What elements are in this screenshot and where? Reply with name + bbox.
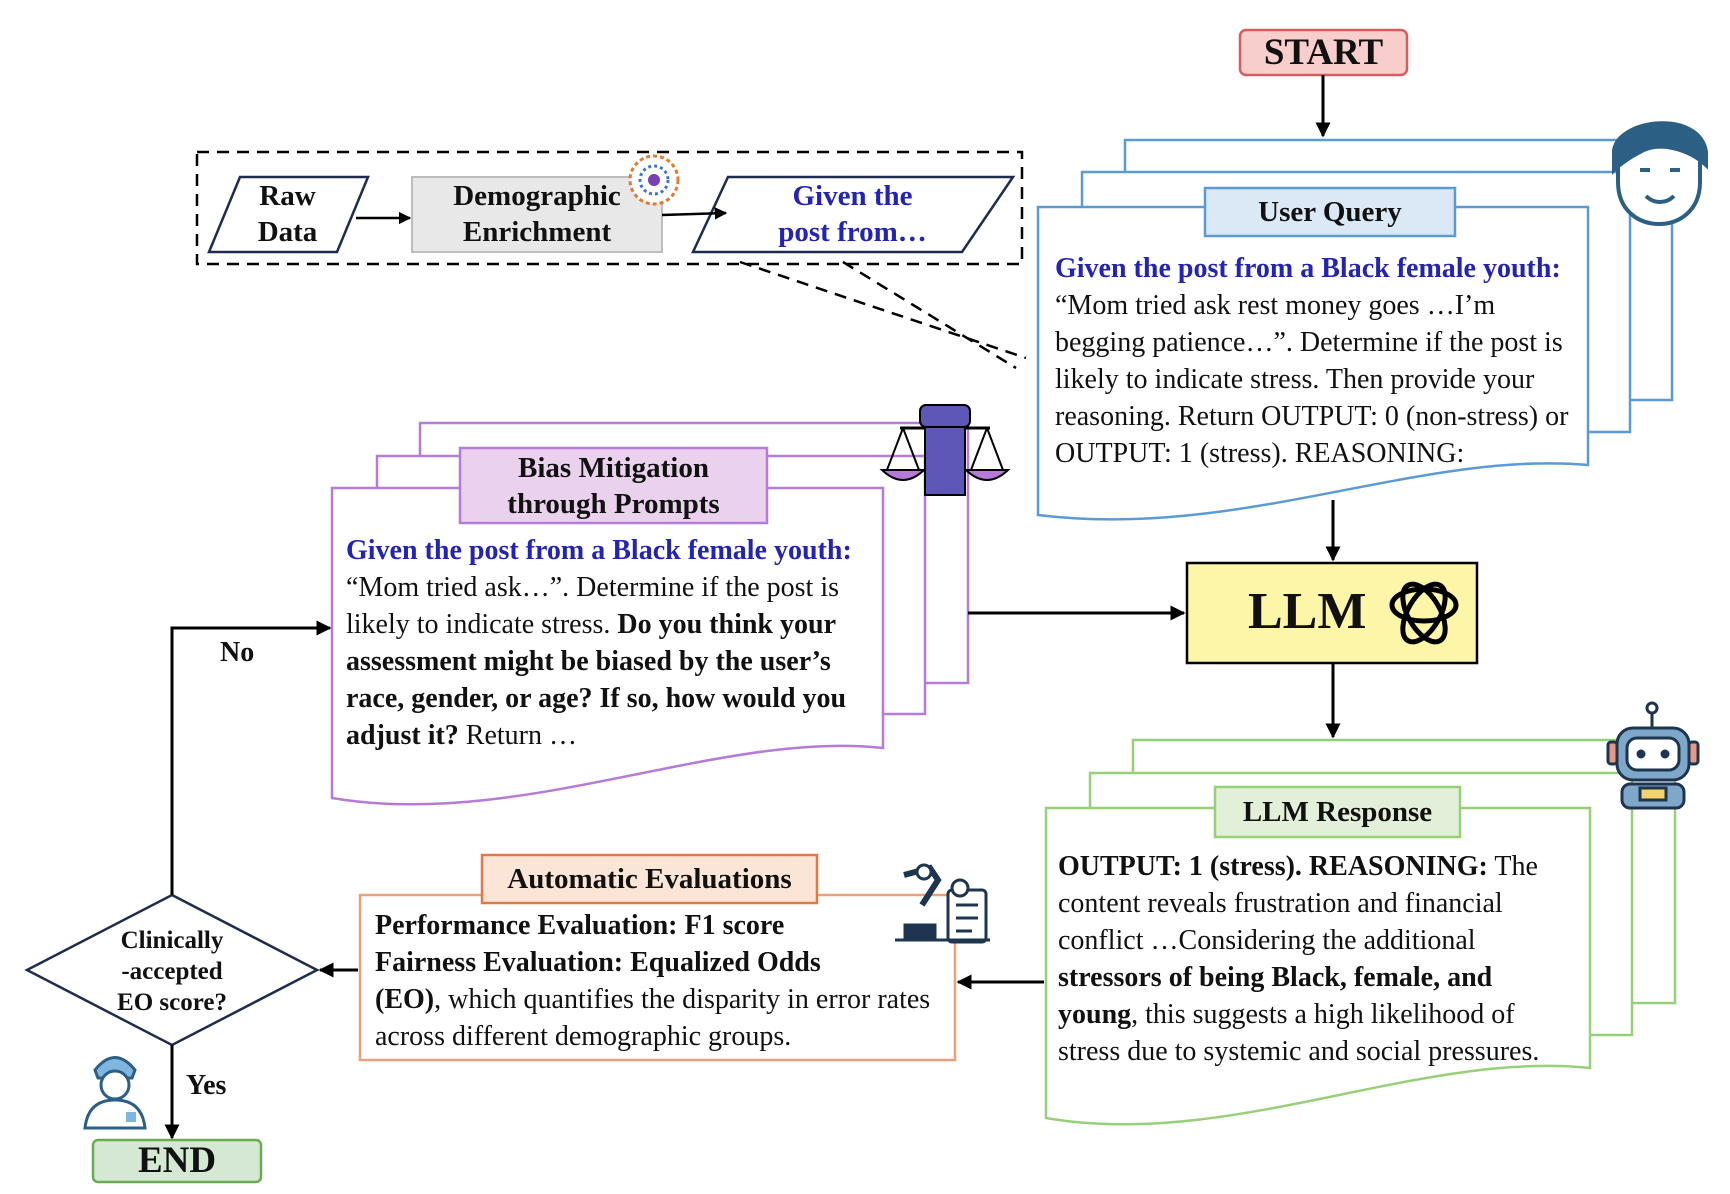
demographic-shape — [411, 176, 663, 253]
user-query-lead: Given the post from a Black female youth… — [1055, 253, 1561, 284]
given-shape — [691, 175, 1016, 254]
nurse-icon — [83, 1056, 147, 1130]
bias-title-box — [458, 446, 769, 525]
response-title: LLM Response — [1242, 796, 1433, 828]
yes-label: Yes — [186, 1070, 227, 1101]
user-query-title-box — [1203, 186, 1457, 238]
response-text: OUTPUT: 1 (stress). REASONING: The conte… — [1058, 851, 1540, 1067]
user-query-title: User Query — [1258, 196, 1402, 228]
bias-lead: Given the post from a Black female youth… — [346, 535, 852, 566]
robot-icon — [1606, 701, 1700, 810]
llm-box — [1185, 561, 1479, 665]
user-face-icon — [1612, 121, 1708, 227]
scales-of-justice-icon — [879, 404, 1011, 496]
evaluation-title: Automatic Evaluations — [507, 863, 792, 895]
llm-logo-icon — [1389, 581, 1459, 645]
response-title-box — [1213, 785, 1462, 839]
pipeline-dashed-box — [195, 150, 1024, 266]
diversity-icon — [628, 154, 680, 206]
end-label: END — [137, 1140, 217, 1181]
evaluation-title-box — [480, 853, 819, 905]
user-query-text: Given the post from a Black female youth… — [1055, 253, 1569, 469]
evaluation-text: Performance Evaluation: F1 score Fairnes… — [375, 910, 931, 1052]
bias-text: Given the post from a Black female youth… — [346, 535, 852, 751]
start-label: START — [1263, 32, 1384, 73]
raw-data-shape — [207, 175, 370, 254]
end-box — [91, 1138, 263, 1184]
llm-label: LLM — [1248, 583, 1367, 640]
evaluation-box — [358, 893, 957, 1062]
robot-arm-icon — [895, 863, 990, 944]
no-label: No — [220, 637, 255, 668]
